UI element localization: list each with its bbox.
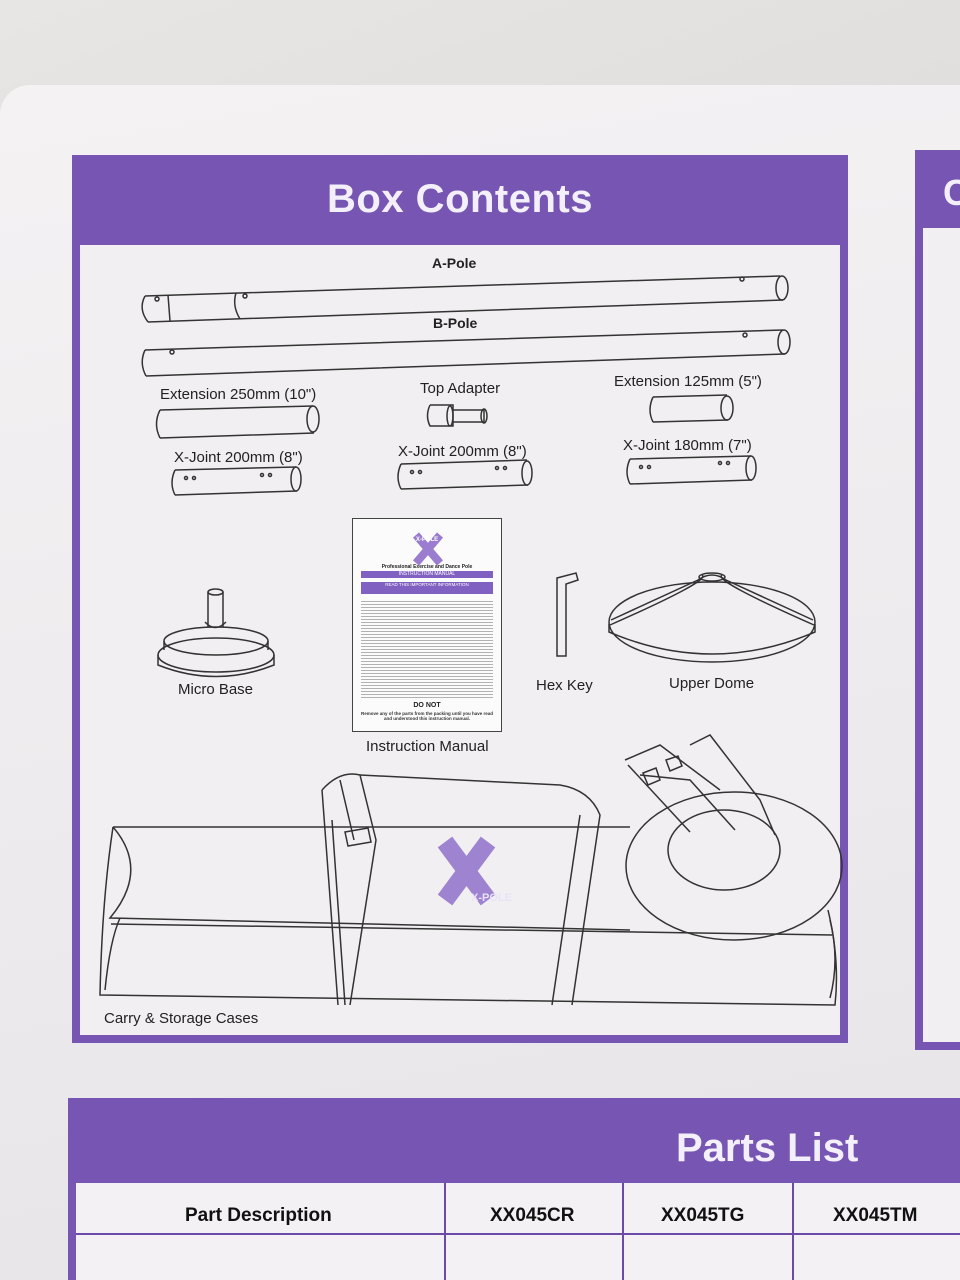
column-header-xx045tm: XX045TM — [833, 1205, 918, 1226]
extension-125-label: Extension 125mm (5") — [614, 373, 762, 390]
bag-logo-text: X-POLE — [471, 892, 512, 904]
dome-case-drawing — [624, 734, 843, 941]
a-pole-label: A-Pole — [432, 255, 477, 271]
column-header-xx045cr: XX045CR — [490, 1205, 575, 1226]
carry-cases-label: Carry & Storage Cases — [104, 1010, 259, 1027]
manual-body-text — [361, 599, 493, 699]
box-contents-title: Box Contents — [327, 177, 593, 221]
manual-do-not: DO NOT — [413, 702, 441, 709]
x-joint-180-label: X-Joint 180mm (7") — [623, 437, 752, 454]
instruction-manual-cover: X-POLE Professional Exercise and Dance P… — [352, 518, 502, 732]
x-joint-180-drawing — [626, 455, 757, 485]
hex-key-drawing — [556, 572, 579, 657]
parts-list-table: Part Description XX045CR XX045TG XX045TM — [76, 1183, 960, 1280]
manual-subtitle: Professional Exercise and Dance Pole — [381, 564, 473, 570]
manual-logo-text: X-POLE — [415, 537, 439, 543]
extension-125-drawing — [649, 394, 734, 423]
top-adapter-label: Top Adapter — [420, 380, 501, 397]
right-panel-body — [923, 228, 960, 1042]
a-pole-drawing — [141, 275, 789, 323]
micro-base-drawing — [157, 588, 275, 678]
x-joint-200-left-drawing — [171, 466, 302, 496]
parts-list-panel: Parts List Part Description XX045CR XX04… — [68, 1098, 960, 1280]
bag-x-logo — [437, 836, 496, 906]
carry-bag-drawing — [99, 773, 838, 1006]
b-pole-label: B-Pole — [433, 315, 478, 331]
x-logo-icon — [412, 532, 444, 566]
extension-250-drawing — [155, 405, 320, 439]
micro-base-label: Micro Base — [178, 681, 254, 698]
x-joint-200-center-label: X-Joint 200mm (8") — [398, 443, 527, 460]
manual-do-not-text: Remove any of the parts from the packing… — [360, 711, 494, 721]
instruction-manual-label: Instruction Manual — [366, 738, 489, 755]
extension-250-label: Extension 250mm (10") — [160, 386, 317, 403]
right-panel: C — [915, 150, 960, 1050]
top-adapter-drawing — [426, 404, 488, 427]
column-header-part-description: Part Description — [185, 1205, 332, 1226]
upper-dome-label: Upper Dome — [669, 675, 755, 692]
x-joint-200-left-label: X-Joint 200mm (8") — [174, 449, 303, 466]
manual-band: INSTRUCTION MANUAL — [361, 571, 493, 578]
right-panel-title: C — [943, 172, 960, 213]
b-pole-drawing — [141, 329, 791, 377]
upper-dome-drawing — [608, 572, 816, 663]
manual-read-band: READ THIS IMPORTANT INFORMATION — [361, 582, 493, 594]
x-joint-200-center-drawing — [397, 459, 533, 490]
hex-key-label: Hex Key — [536, 677, 593, 694]
parts-list-title: Parts List — [676, 1126, 859, 1170]
column-header-xx045tg: XX045TG — [661, 1205, 745, 1226]
